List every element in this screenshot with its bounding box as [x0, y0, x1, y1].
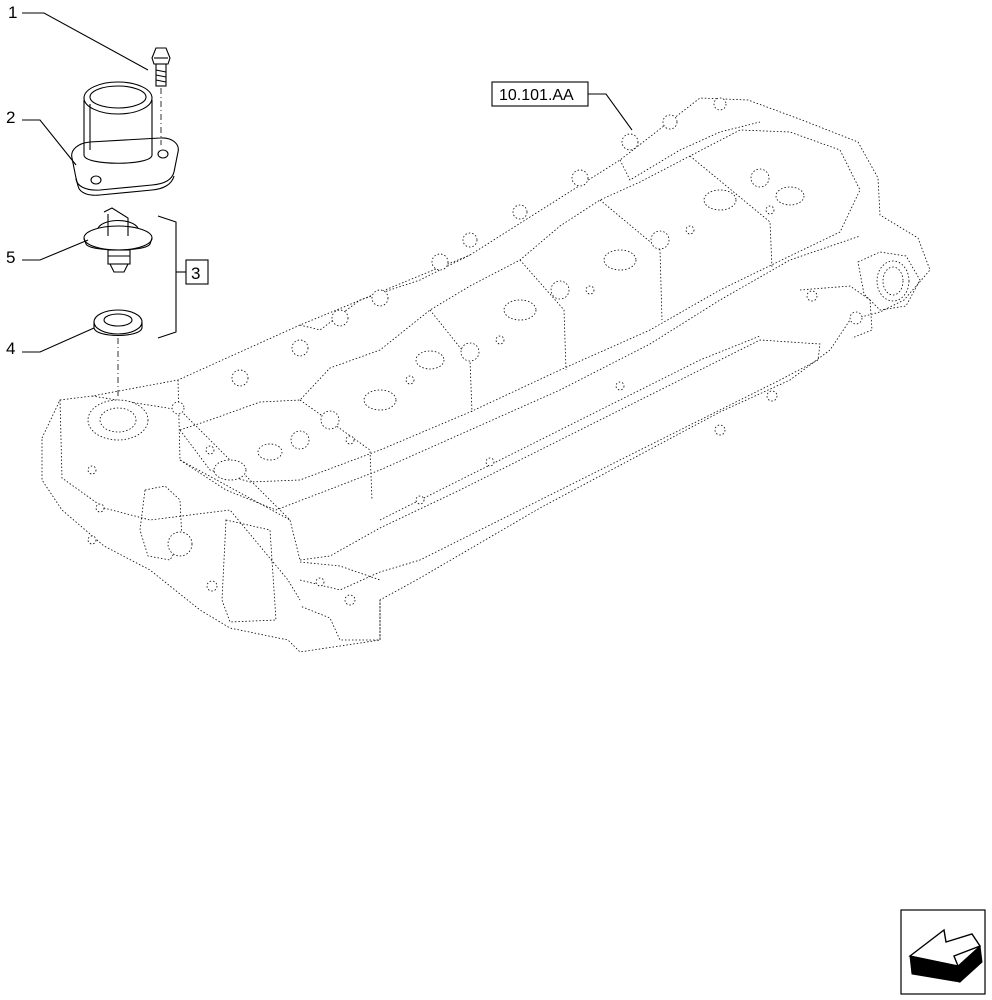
callout-3: 3 [157, 215, 209, 339]
callout-2: 2 [6, 108, 77, 166]
callout-3-label: 3 [191, 264, 200, 283]
callout-5-label: 5 [6, 248, 15, 267]
callout-1-label: 1 [8, 3, 17, 22]
callout-2-label: 2 [6, 108, 15, 127]
arrow-icon [900, 909, 986, 995]
bolt-icon [151, 47, 171, 145]
thermostat-icon [83, 207, 153, 273]
cylinder-head-ports [87, 97, 863, 606]
reference-label: 10.101.AA [491, 81, 633, 131]
cylinder-head-icon [41, 97, 931, 653]
callout-4: 4 [6, 327, 95, 358]
callout-4-label: 4 [6, 339, 15, 358]
callout-1: 1 [8, 3, 149, 71]
reference-label-text: 10.101.AA [499, 87, 574, 104]
thermostat-housing-icon [71, 81, 179, 196]
callout-5: 5 [6, 239, 89, 267]
seal-ring-icon [93, 309, 143, 398]
